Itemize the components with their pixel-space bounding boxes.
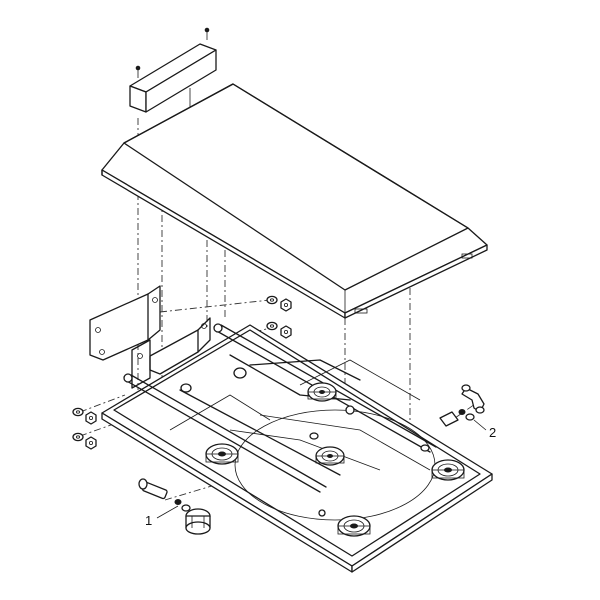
callout-label: 2	[489, 425, 496, 440]
callout-2: 2	[473, 419, 496, 440]
washer-icon	[266, 295, 278, 305]
base-tray	[101, 324, 493, 573]
nuts-washers	[72, 295, 292, 450]
nut-icon	[85, 436, 97, 450]
elbow-fitting	[461, 384, 485, 414]
screw-icon	[135, 65, 141, 78]
nut-icon	[280, 325, 292, 339]
burner-icon	[205, 443, 239, 465]
burners	[205, 382, 465, 537]
washer-icon	[72, 432, 84, 442]
callout-1: 1	[145, 505, 179, 528]
clip-part	[439, 409, 475, 427]
nut-icon	[85, 411, 97, 425]
bolt-assembly	[138, 478, 191, 512]
center-bracket	[131, 317, 211, 389]
callout-label: 1	[145, 513, 152, 528]
left-bracket	[89, 285, 161, 361]
washer-icon	[72, 407, 84, 417]
burner-icon	[315, 446, 345, 466]
burner-icon	[431, 459, 465, 481]
cap-nut	[185, 508, 211, 535]
top-bracket	[129, 43, 217, 113]
burner-icon	[307, 382, 337, 402]
nut-icon	[280, 298, 292, 312]
screw-icon	[204, 27, 210, 40]
burner-icon	[337, 515, 371, 537]
top-cover	[101, 83, 488, 319]
washer-icon	[266, 321, 278, 331]
pipe-fittings	[180, 367, 430, 517]
